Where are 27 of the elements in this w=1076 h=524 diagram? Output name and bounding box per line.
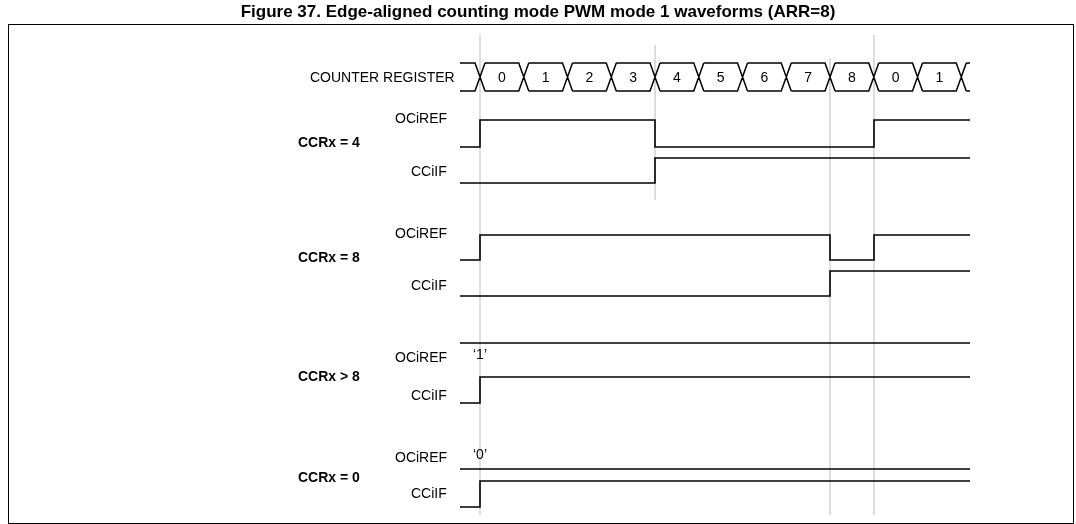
bus-value: 6 xyxy=(760,69,769,85)
bus-name: COUNTER REGISTER xyxy=(310,69,455,85)
figure-title: Figure 37. Edge-aligned counting mode PWM mode 1 waveforms (ARR=8) xyxy=(239,2,837,22)
bus-value: 7 xyxy=(804,69,812,85)
signal-name: CCiIF xyxy=(411,485,447,501)
signal-name: OCiREF xyxy=(395,349,448,365)
signal-name: OCiREF xyxy=(395,225,448,241)
bus-value: 1 xyxy=(935,69,944,85)
bus-value: 0 xyxy=(497,69,506,85)
bus-value: 3 xyxy=(629,69,637,85)
signal-name: CCiIF xyxy=(411,277,447,293)
condition-label: CCRx = 8 xyxy=(298,249,360,265)
bus-value: 2 xyxy=(585,69,594,85)
condition-label: CCRx = 0 xyxy=(298,469,360,485)
level-value: ‘1’ xyxy=(473,346,487,362)
bus-value: 8 xyxy=(847,69,856,85)
level-value: ‘0’ xyxy=(473,446,487,462)
condition-label: CCRx = 4 xyxy=(298,134,360,150)
bus-value: 5 xyxy=(716,69,725,85)
bus-value: 1 xyxy=(541,69,550,85)
bus-value: 4 xyxy=(672,69,681,85)
signal-name: OCiREF xyxy=(395,449,448,465)
bus-value: 0 xyxy=(891,69,900,85)
condition-label: CCRx > 8 xyxy=(298,368,360,384)
signal-name: CCiIF xyxy=(411,387,447,403)
signal-name: OCiREF xyxy=(395,110,448,126)
signal-name: CCiIF xyxy=(411,163,447,179)
